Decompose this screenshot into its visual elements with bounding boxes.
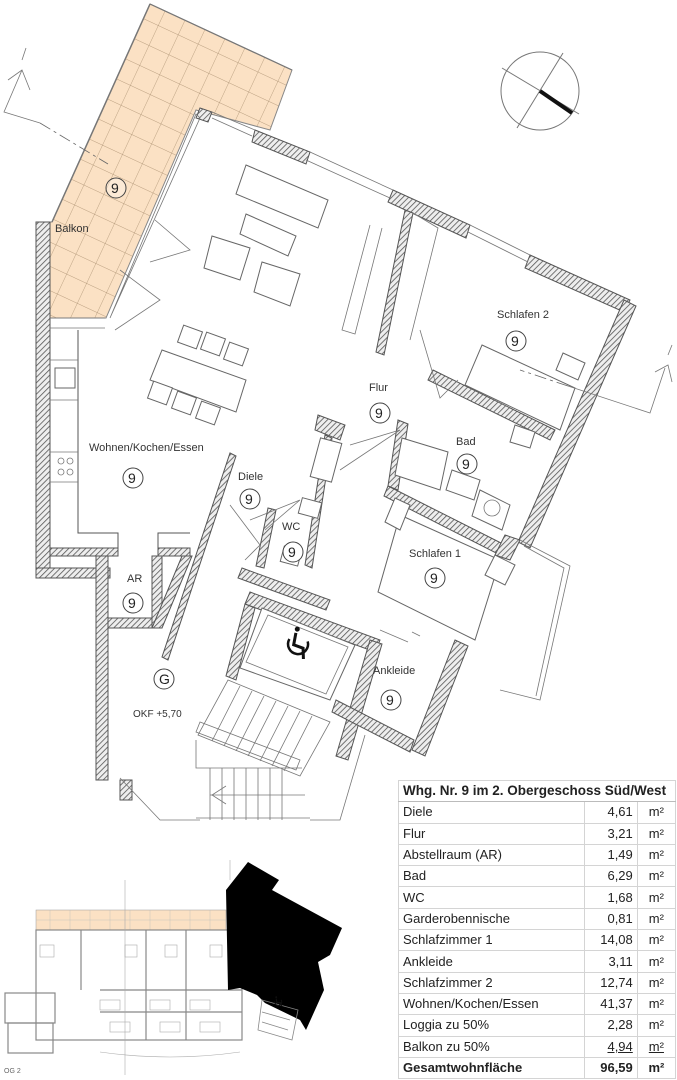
room-badge-ankleide: 9 [380, 689, 402, 711]
svg-text:9: 9 [462, 456, 470, 472]
washbasin-icon [445, 469, 481, 501]
toilet-icon [471, 489, 511, 531]
room-label-ankleide: Ankleide [373, 665, 415, 677]
balcony-area [39, 3, 293, 319]
room-label-wohnen: Wohnen/Kochen/Essen [89, 442, 204, 454]
wheelchair-icon [286, 626, 310, 660]
table-title: Whg. Nr. 9 im 2. Obergeschoss Süd/West [398, 779, 676, 803]
highlighted-unit-9 [226, 862, 342, 1030]
room-badge-flur: 9 [369, 402, 391, 424]
svg-text:9: 9 [375, 405, 383, 421]
svg-text:9: 9 [386, 692, 394, 708]
area-table: Whg. Nr. 9 im 2. Obergeschoss Süd/West D… [397, 779, 677, 1080]
room-badge-wohnen: 9 [122, 467, 144, 489]
room-badge-schlafen2: 9 [505, 330, 527, 352]
wheelchair-icon [274, 996, 283, 1007]
room-label-flur: Flur [369, 382, 388, 394]
svg-text:9: 9 [128, 595, 136, 611]
armchair-icon [253, 261, 301, 307]
room-label-schlafen1: Schlafen 1 [409, 548, 461, 560]
svg-text:9: 9 [111, 180, 119, 196]
svg-text:G: G [159, 671, 170, 687]
sofa-icon [235, 164, 329, 229]
section-arrow-icon [3, 47, 109, 165]
walls [35, 107, 637, 801]
section-arrow-icon [519, 344, 673, 414]
dining-table-icon [149, 349, 247, 413]
room-label-balkon: Balkon [55, 223, 89, 235]
armchair-icon [203, 235, 251, 281]
room-badge-ar: 9 [122, 592, 144, 614]
staircase [195, 679, 331, 820]
room-labels: Balkon 9 Wohnen/Kochen/Essen 9 Schlafen … [55, 177, 549, 720]
svg-text:9: 9 [430, 570, 438, 586]
room-badge-bad: 9 [456, 453, 478, 475]
building-overview-plan [4, 860, 342, 1075]
level-label-okf: OKF +5,70 [133, 709, 182, 720]
room-badge-g: G [153, 668, 175, 690]
room-label-wc: WC [282, 521, 300, 533]
compass-north-icon [500, 51, 580, 131]
room-label-bad: Bad [456, 436, 476, 448]
svg-text:9: 9 [128, 470, 136, 486]
coffee-table-icon [239, 213, 297, 257]
stove-icon [57, 457, 74, 476]
svg-text:9: 9 [245, 491, 253, 507]
room-label-schlafen2: Schlafen 2 [497, 309, 549, 321]
floor-label: OG 2 [4, 1068, 21, 1075]
table-header-row: Whg. Nr. 9 im 2. Obergeschoss Süd/West [398, 779, 676, 803]
svg-text:9: 9 [511, 333, 519, 349]
room-badge-wc: 9 [282, 541, 304, 563]
sink-icon [54, 367, 76, 389]
room-badge-balkon: 9 [105, 177, 127, 199]
svg-text:9: 9 [288, 544, 296, 560]
room-badge-schlafen1: 9 [424, 567, 446, 589]
room-label-ar: AR [127, 573, 142, 585]
room-badge-diele: 9 [239, 488, 261, 510]
room-label-diele: Diele [238, 471, 263, 483]
shower-icon [394, 437, 449, 491]
